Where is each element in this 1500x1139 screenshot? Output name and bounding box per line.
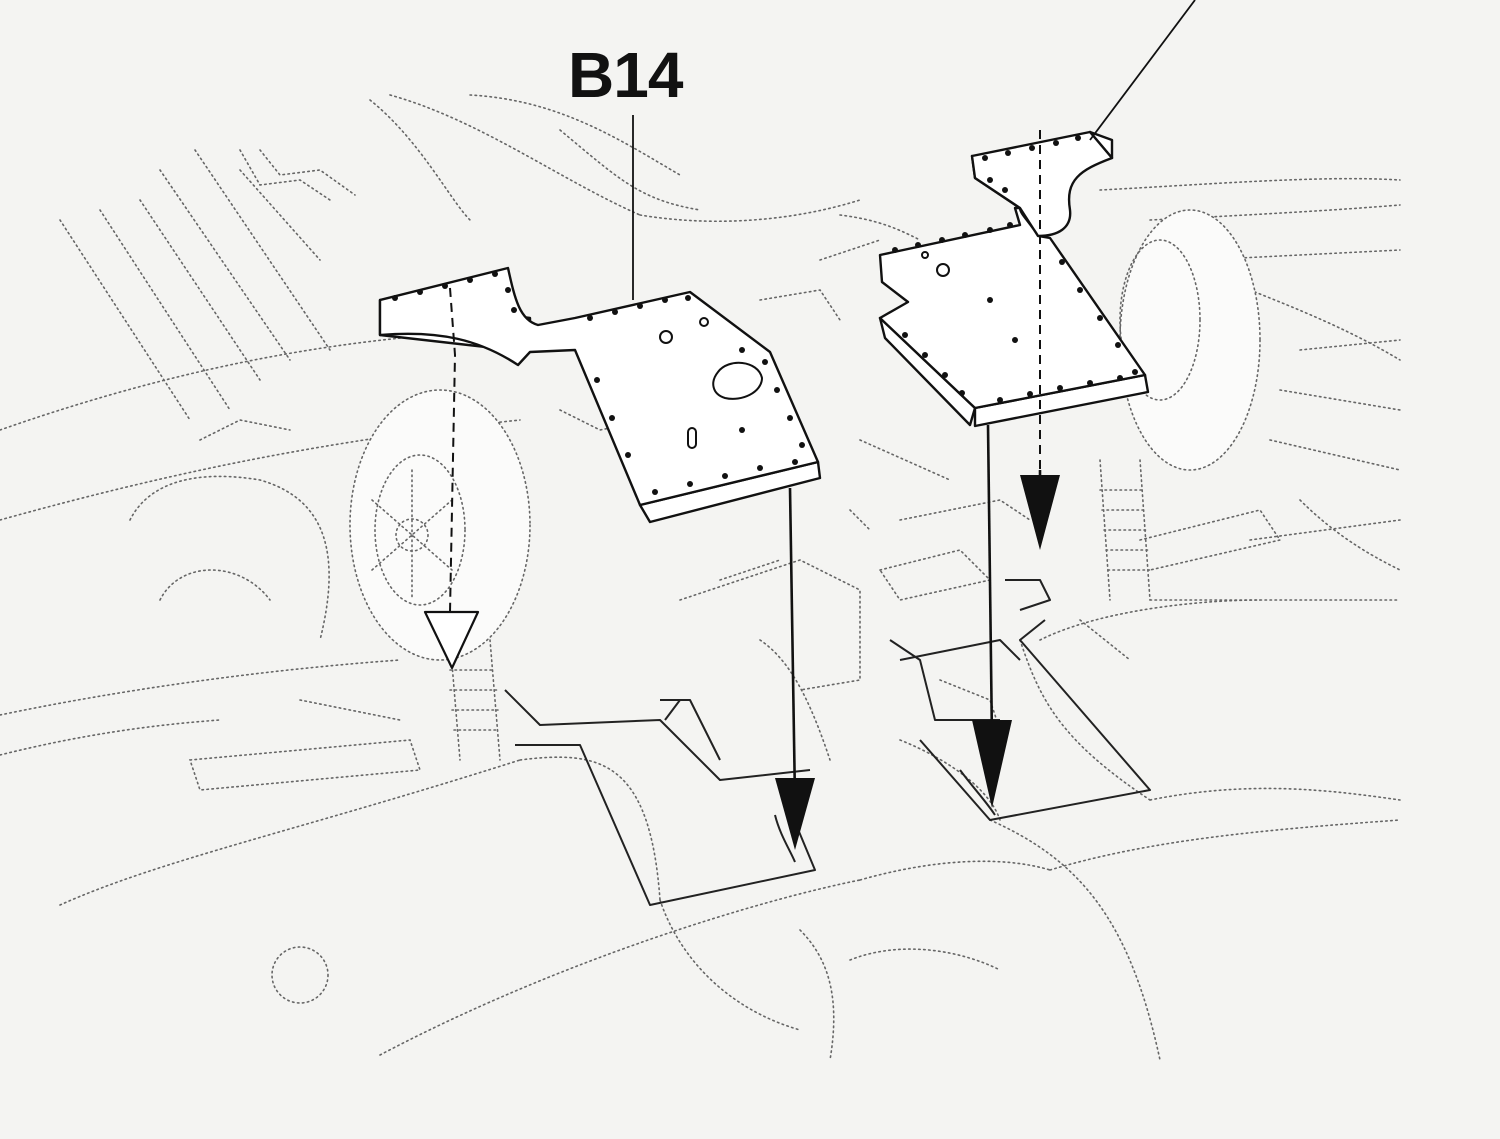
- part-right-floor-panel: [878, 130, 1150, 475]
- arrow-right-panel-long: [972, 424, 1012, 808]
- install-arrows: [423, 424, 1060, 850]
- part-label-b14: B14: [568, 39, 683, 111]
- open-arrow-left: [423, 610, 480, 670]
- arrow-b14-down: [775, 487, 815, 850]
- wheel-bay-structure: [504, 579, 1151, 906]
- arrow-right-panel-short: [1020, 470, 1060, 550]
- leader-lines: [632, 0, 1196, 300]
- airframe-background: [0, 94, 1401, 1061]
- part-b14: [378, 266, 822, 613]
- right-panel-leader-line: [1089, 0, 1196, 141]
